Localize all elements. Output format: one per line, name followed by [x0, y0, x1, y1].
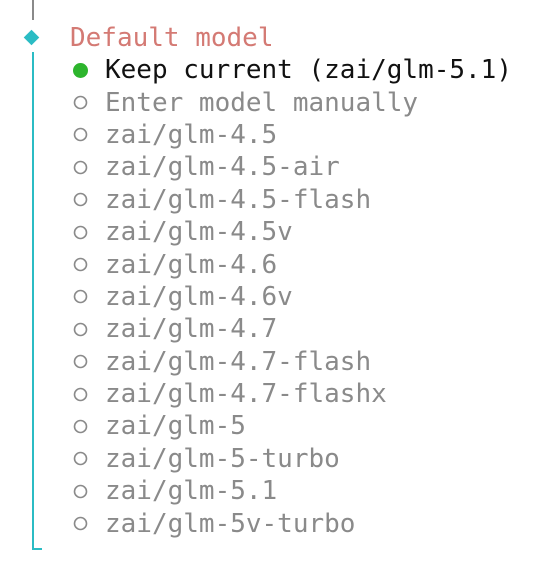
model-option-list: Keep current (zai/glm-5.1) Enter model m… [70, 54, 512, 540]
radio-empty-icon [72, 386, 89, 403]
model-option-label: zai/glm-5 [105, 411, 246, 442]
model-option[interactable]: zai/glm-4.7-flashx [70, 378, 512, 410]
model-option-label: zai/glm-4.5v [105, 217, 293, 248]
radio-empty-icon [72, 159, 89, 176]
radio-empty-icon [72, 256, 89, 273]
radio-empty-icon [72, 418, 89, 435]
model-option-label: zai/glm-5.1 [105, 476, 278, 507]
radio-empty-icon [72, 126, 89, 143]
model-option[interactable]: zai/glm-4.6 [70, 248, 512, 280]
model-option-label: zai/glm-4.5 [105, 119, 278, 150]
radio-empty-icon [72, 94, 89, 111]
radio-empty-icon [72, 353, 89, 370]
model-option[interactable]: Keep current (zai/glm-5.1) [70, 54, 512, 86]
prompt-title: Default model [70, 23, 274, 53]
model-option[interactable]: zai/glm-4.5 [70, 119, 512, 151]
model-option-label: zai/glm-5v-turbo [105, 508, 356, 539]
model-option[interactable]: zai/glm-4.5-flash [70, 184, 512, 216]
model-option[interactable]: zai/glm-4.5-air [70, 151, 512, 183]
radio-empty-icon [72, 191, 89, 208]
model-option-label: zai/glm-4.7-flashx [105, 379, 387, 410]
model-option-label: zai/glm-5-turbo [105, 443, 340, 474]
model-option[interactable]: zai/glm-4.7 [70, 313, 512, 345]
model-option[interactable]: zai/glm-5-turbo [70, 443, 512, 475]
model-option-label: Enter model manually [105, 87, 419, 118]
rail-top-tick [32, 0, 34, 20]
radio-empty-icon [72, 483, 89, 500]
model-option-label: zai/glm-4.5-air [105, 152, 340, 183]
model-option-label: zai/glm-4.5-flash [105, 184, 372, 215]
filled-dot-icon [72, 62, 89, 79]
radio-empty-icon [72, 515, 89, 532]
active-step-diamond-icon [23, 29, 40, 46]
radio-empty-icon [72, 450, 89, 467]
model-option[interactable]: zai/glm-5v-turbo [70, 507, 512, 539]
model-option-label: Keep current (zai/glm-5.1) [105, 55, 512, 86]
model-option[interactable]: zai/glm-5 [70, 410, 512, 442]
model-option[interactable]: zai/glm-4.6v [70, 281, 512, 313]
model-option[interactable]: zai/glm-4.5v [70, 216, 512, 248]
radio-empty-icon [72, 224, 89, 241]
model-option[interactable]: zai/glm-4.7-flash [70, 346, 512, 378]
model-option-label: zai/glm-4.6v [105, 281, 293, 312]
prompt-rail-end [32, 548, 42, 550]
prompt-rail [32, 52, 34, 550]
model-option-label: zai/glm-4.7-flash [105, 346, 372, 377]
model-option-label: zai/glm-4.6 [105, 249, 278, 280]
radio-empty-icon [72, 321, 89, 338]
radio-empty-icon [72, 288, 89, 305]
model-option[interactable]: zai/glm-5.1 [70, 475, 512, 507]
model-option[interactable]: Enter model manually [70, 86, 512, 118]
model-option-label: zai/glm-4.7 [105, 314, 278, 345]
